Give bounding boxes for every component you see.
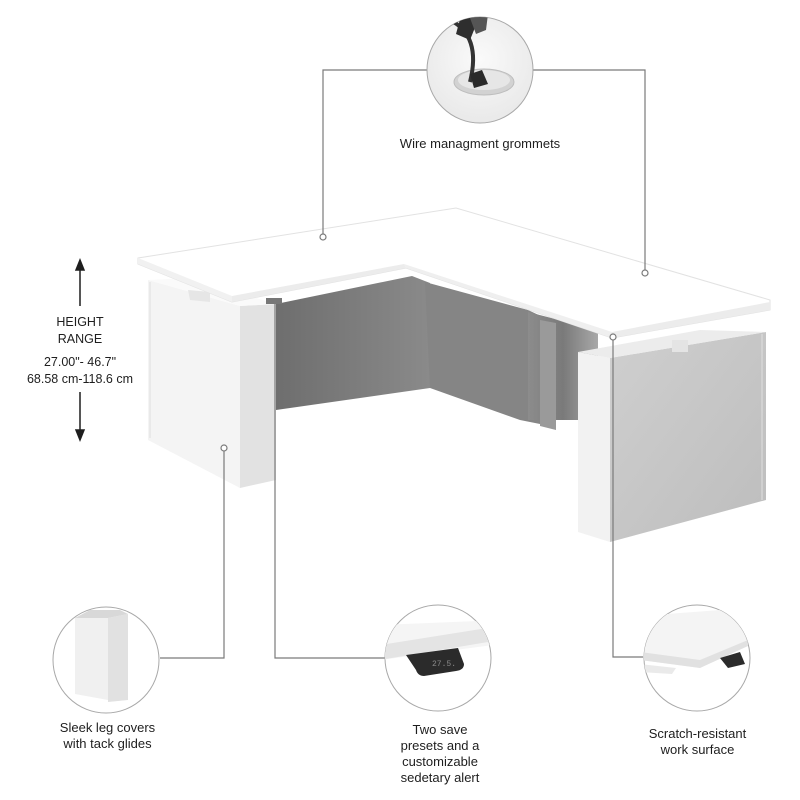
presets-line	[274, 300, 385, 659]
connector-lines	[160, 69, 646, 659]
display-readout: 27.5.	[432, 660, 456, 669]
connector-dots	[220, 233, 649, 452]
control-panel-icon: 27.5.	[384, 604, 492, 712]
height-range-values: 27.00"- 46.7" 68.58 cm-118.6 cm	[16, 354, 144, 388]
leg-covers-label: Sleek leg covers with tack glides	[40, 720, 175, 752]
modesty-panels	[276, 276, 598, 430]
height-arrows	[74, 257, 86, 443]
leg-cover-line	[160, 451, 225, 659]
leg-cover-icon	[52, 606, 160, 714]
surface-label-line1: Scratch-resistant	[648, 726, 747, 741]
grommet-icon	[426, 16, 534, 124]
presets-label-line1: Two save	[412, 722, 468, 737]
leg-covers-label-line2: with tack glides	[63, 736, 152, 751]
presets-label: Two save presets and a customizable sede…	[380, 722, 500, 786]
grommet-line-right	[533, 69, 646, 270]
leg-covers-label-line1: Sleek leg covers	[59, 720, 156, 735]
height-range-cm: 68.58 cm-118.6 cm	[26, 372, 134, 386]
presets-label-line2: presets and a	[400, 738, 480, 753]
grommets-label: Wire managment grommets	[360, 136, 600, 152]
left-leg-cover	[148, 278, 276, 488]
presets-label-line3: customizable	[402, 754, 478, 769]
height-range-title-line1: HEIGHT	[56, 315, 104, 329]
surface-label-line2: work surface	[660, 742, 735, 757]
height-range-title-line2: RANGE	[57, 332, 103, 346]
height-range-title: HEIGHT RANGE	[22, 314, 138, 348]
lift-brackets	[188, 290, 688, 352]
surface-line	[612, 340, 643, 658]
surface-label: Scratch-resistant work surface	[630, 726, 765, 758]
grommets-label-text: Wire managment grommets	[399, 136, 561, 151]
presets-label-line4: sedetary alert	[400, 770, 480, 785]
right-leg-cover	[578, 330, 766, 542]
height-range-inches: 27.00"- 46.7"	[43, 355, 117, 369]
grommet-line-left	[322, 69, 428, 234]
desk-top	[137, 207, 771, 339]
desk-corner-icon	[643, 604, 751, 712]
